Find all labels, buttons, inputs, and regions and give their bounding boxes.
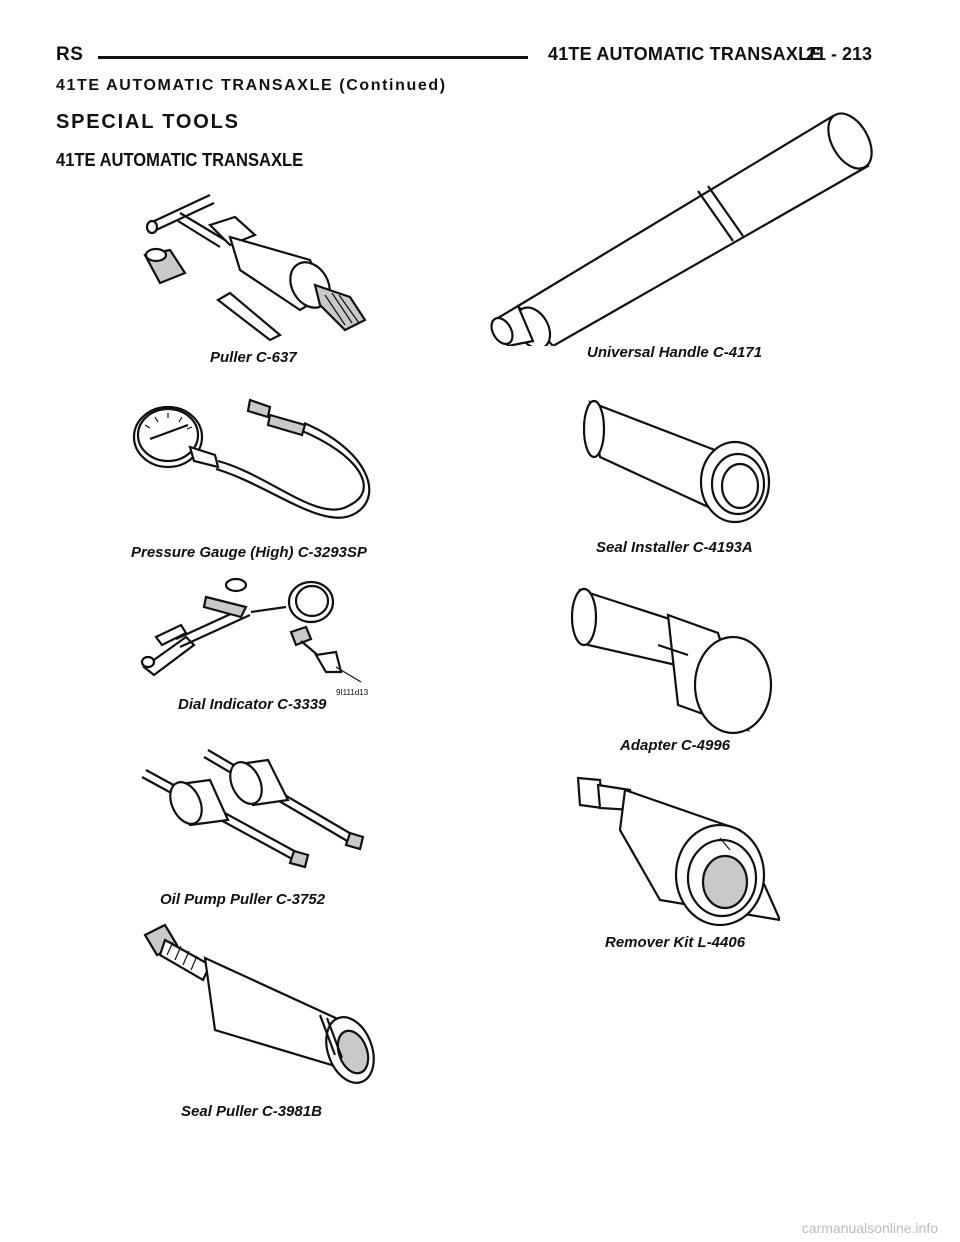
universal-handle-icon xyxy=(490,112,873,346)
tool-caption: Pressure Gauge (High) C-3293SP xyxy=(131,544,367,561)
seal-installer-icon xyxy=(582,399,771,524)
tool-caption: Dial Indicator C-3339 xyxy=(178,696,327,713)
tool-caption: Remover Kit L-4406 xyxy=(605,934,746,951)
subsection-heading: 41TE AUTOMATIC TRANSAXLE xyxy=(56,150,304,170)
section-code: RS xyxy=(56,44,84,65)
watermark: carmanualsonline.info xyxy=(801,1220,938,1236)
oil-pump-puller-icon xyxy=(141,749,365,869)
tool-caption: Universal Handle C-4171 xyxy=(587,344,763,361)
tool-caption: Puller C-637 xyxy=(210,349,297,366)
adapter-icon xyxy=(570,587,773,735)
tool-caption: Seal Puller C-3981B xyxy=(181,1103,322,1120)
page-number: 21 - 213 xyxy=(806,44,873,64)
tool-caption: Seal Installer C-4193A xyxy=(596,539,753,556)
pressure-gauge-icon xyxy=(132,398,371,519)
tool-caption: Adapter C-4996 xyxy=(620,737,731,754)
header-rule xyxy=(98,56,528,59)
tool-caption: Oil Pump Puller C-3752 xyxy=(160,891,326,908)
continued-heading: 41TE AUTOMATIC TRANSAXLE (Continued) xyxy=(56,77,447,94)
remover-kit-icon xyxy=(576,776,780,927)
header-title: 41TE AUTOMATIC TRANSAXLE xyxy=(548,44,822,64)
figure-code: 9I111d13 xyxy=(336,688,369,697)
puller-icon xyxy=(143,194,367,342)
section-heading: SPECIAL TOOLS xyxy=(56,111,240,133)
dial-indicator-icon xyxy=(140,577,362,683)
seal-puller-icon xyxy=(143,923,375,1084)
